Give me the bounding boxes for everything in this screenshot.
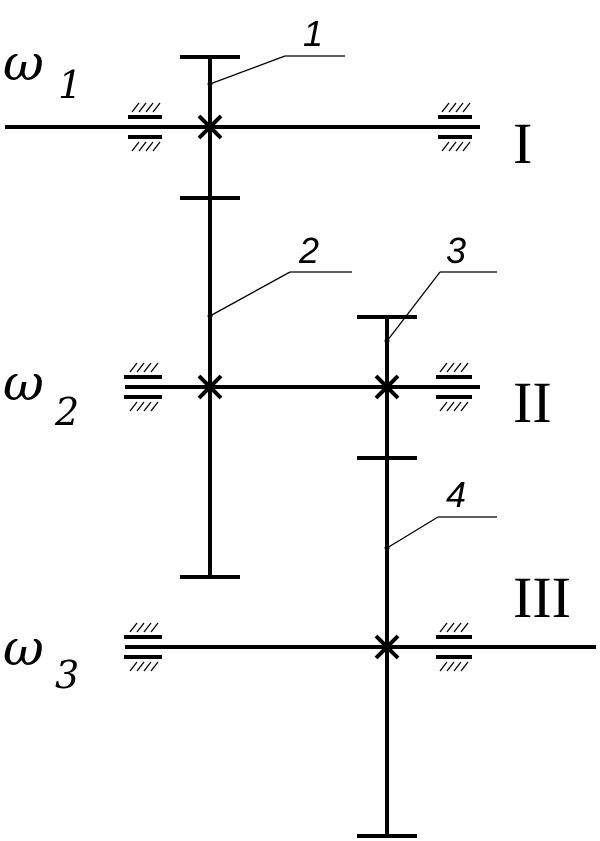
fixing-cross-gear-1 <box>197 114 223 140</box>
shaft-label-3: III <box>513 565 571 630</box>
leader-gear-3 <box>384 271 497 344</box>
omega-symbol-2: ω <box>3 354 44 412</box>
omega-subscript-1: 1 <box>58 63 82 107</box>
omega-label-2: ω 2 <box>3 354 79 434</box>
bearing-shaft-2-right <box>436 362 472 412</box>
fixing-cross-gear-2 <box>197 374 223 400</box>
bearing-shaft-1-left <box>128 102 162 152</box>
gear-1-number: 1 <box>303 13 323 54</box>
bearing-shaft-2-left <box>124 362 162 412</box>
fixing-cross-gear-4 <box>374 634 400 660</box>
shaft-label-2: II <box>513 370 552 435</box>
omega-symbol-1: ω <box>3 34 44 92</box>
omega-subscript-2: 2 <box>54 390 79 434</box>
bearing-shaft-1-right <box>438 102 472 152</box>
leader-gear-2 <box>207 271 352 319</box>
omega-subscript-3: 3 <box>55 653 79 697</box>
gear-4-number: 4 <box>446 474 466 515</box>
leader-gear-4 <box>384 516 497 551</box>
gear-2-number: 2 <box>298 230 319 271</box>
omega-symbol-3: ω <box>3 619 44 677</box>
shaft-label-1: I <box>513 111 532 176</box>
omega-label-1: ω 1 <box>3 34 82 107</box>
bearing-shaft-3-right <box>436 622 472 672</box>
fixing-cross-gear-3 <box>374 374 400 400</box>
bearing-shaft-3-left <box>124 622 162 672</box>
gear-3-number: 3 <box>446 230 466 271</box>
leader-gear-1 <box>207 55 345 87</box>
omega-label-3: ω 3 <box>3 619 79 697</box>
